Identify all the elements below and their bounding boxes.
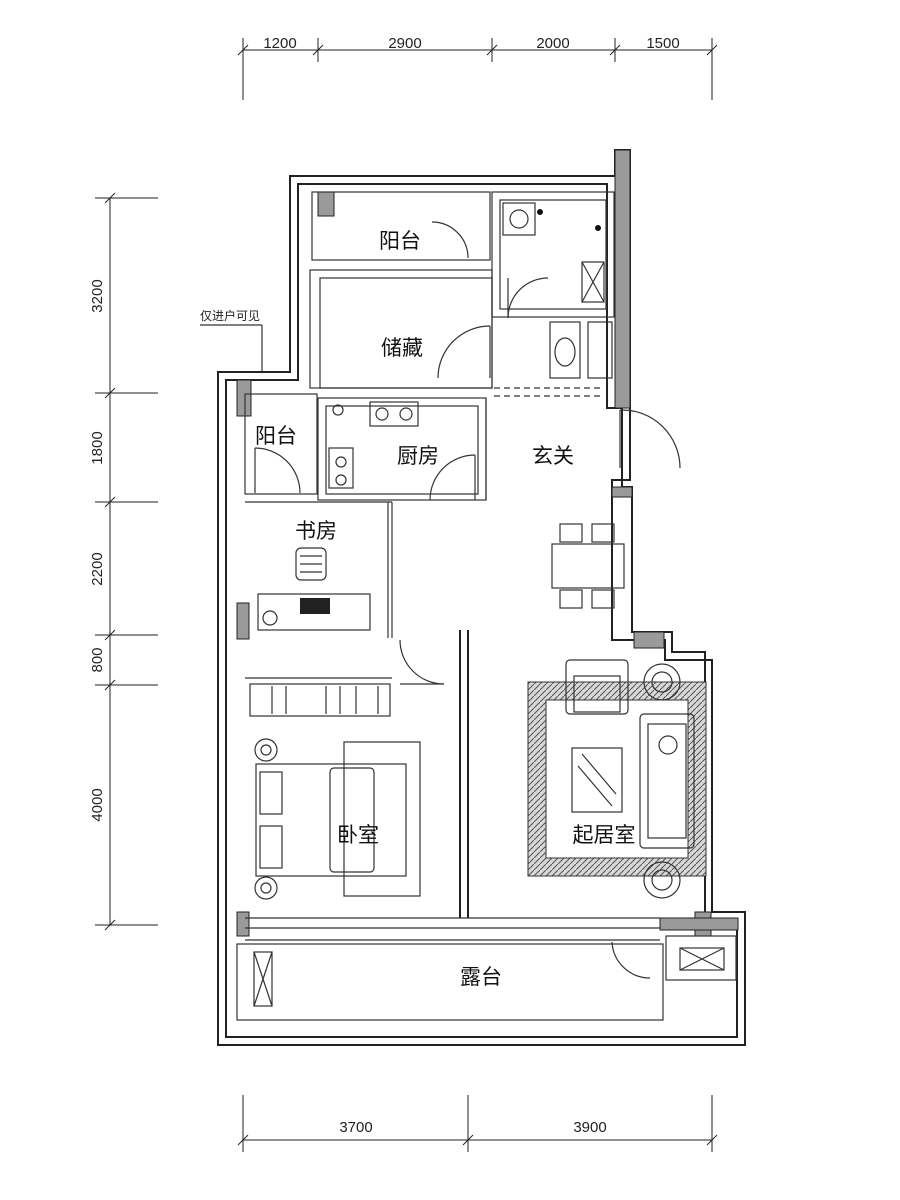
ac-unit-icon <box>253 951 273 1007</box>
toilet-icon <box>581 261 605 303</box>
sink-icon <box>549 321 581 379</box>
stove-icon <box>369 401 419 427</box>
interior-walls <box>236 191 737 1021</box>
fixtures <box>249 202 725 1007</box>
lamp-icon <box>254 738 278 762</box>
room-label-terrace: 露台 <box>460 965 502 989</box>
room-label-bedroom: 卧室 <box>337 823 379 847</box>
bottom-dimension-line: 3700 3900 <box>237 1095 718 1152</box>
coffee-table-icon <box>571 747 623 813</box>
room-label-living-room: 起居室 <box>573 823 636 847</box>
dim-top-1: 1200 <box>263 35 296 52</box>
dim-top-3: 2000 <box>536 35 569 52</box>
note-group: 仅进户可见 <box>200 308 263 372</box>
doors <box>254 221 681 979</box>
room-label-balcony-west: 阳台 <box>255 424 297 448</box>
dim-top-4: 1500 <box>646 35 679 52</box>
armchair-icon <box>565 659 629 715</box>
dim-left-2: 1800 <box>89 431 106 464</box>
bed-icon <box>255 763 407 877</box>
dim-left-4: 800 <box>89 647 106 672</box>
top-dimension-line: 1200 2900 2000 1500 <box>237 35 718 100</box>
washing-machine-icon <box>502 202 536 236</box>
chair-icon <box>295 547 327 581</box>
note-visible-from-entry: 仅进户可见 <box>200 308 260 323</box>
room-label-storage: 储藏 <box>381 336 423 360</box>
floor-lamp-icon <box>643 663 681 701</box>
wardrobe-icon <box>249 683 391 717</box>
left-dimension-line: 3200 1800 2200 800 4000 <box>89 192 158 931</box>
room-label-study: 书房 <box>295 519 337 543</box>
room-label-kitchen: 厨房 <box>397 444 439 468</box>
outer-walls <box>217 149 746 1046</box>
dim-left-5: 4000 <box>89 788 106 821</box>
dim-left-1: 3200 <box>89 279 106 312</box>
kitchen-sink-icon <box>328 447 354 489</box>
floor-lamp-icon-2 <box>643 861 681 899</box>
wall-strip-right-top <box>614 149 631 409</box>
dining-table-icon <box>551 543 625 589</box>
sofa-icon <box>639 713 695 849</box>
dim-top-2: 2900 <box>388 35 421 52</box>
room-label-balcony-north: 阳台 <box>379 229 421 253</box>
lamp-icon-2 <box>254 876 278 900</box>
dim-bottom-1: 3700 <box>339 1119 372 1136</box>
dim-left-3: 2200 <box>89 552 106 585</box>
ac-unit-icon-2 <box>679 947 725 971</box>
dim-bottom-2: 3900 <box>573 1119 606 1136</box>
desk-icon <box>257 593 371 631</box>
room-label-entrance: 玄关 <box>532 444 574 468</box>
room-labels: 阳台 储藏 阳台 厨房 玄关 书房 卧室 起居室 露台 <box>255 229 636 989</box>
